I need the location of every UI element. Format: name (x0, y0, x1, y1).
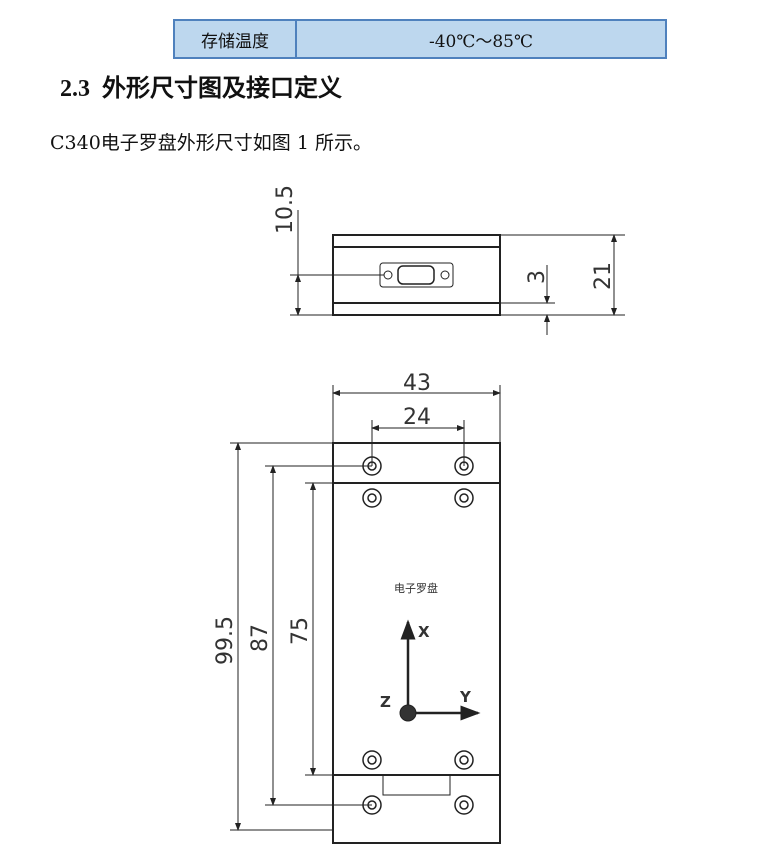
dim-24: 24 (403, 405, 431, 430)
dim-3: 3 (525, 270, 550, 284)
x-axis-label: X (418, 623, 430, 641)
spec-table-row: 存储温度 -40℃～85℃ (173, 19, 667, 59)
row-label: 存储温度 (175, 21, 297, 57)
dim-87: 87 (248, 624, 273, 652)
dim-75: 75 (288, 617, 313, 645)
dim-99-5: 99.5 (213, 616, 238, 665)
device-label: 电子罗盘 (394, 581, 438, 595)
y-axis-label: Y (459, 688, 472, 706)
paragraph: C340电子罗盘外形尺寸如图 1 所示。 (50, 132, 372, 154)
top-view (290, 210, 625, 335)
dim-43: 43 (403, 371, 431, 396)
dim-21: 21 (591, 262, 616, 290)
z-axis-dot (399, 704, 417, 722)
row-value: -40℃～85℃ (428, 31, 534, 52)
z-axis-label: Z (380, 693, 391, 711)
bottom-view (230, 385, 501, 844)
dim-10-5: 10.5 (273, 185, 298, 234)
